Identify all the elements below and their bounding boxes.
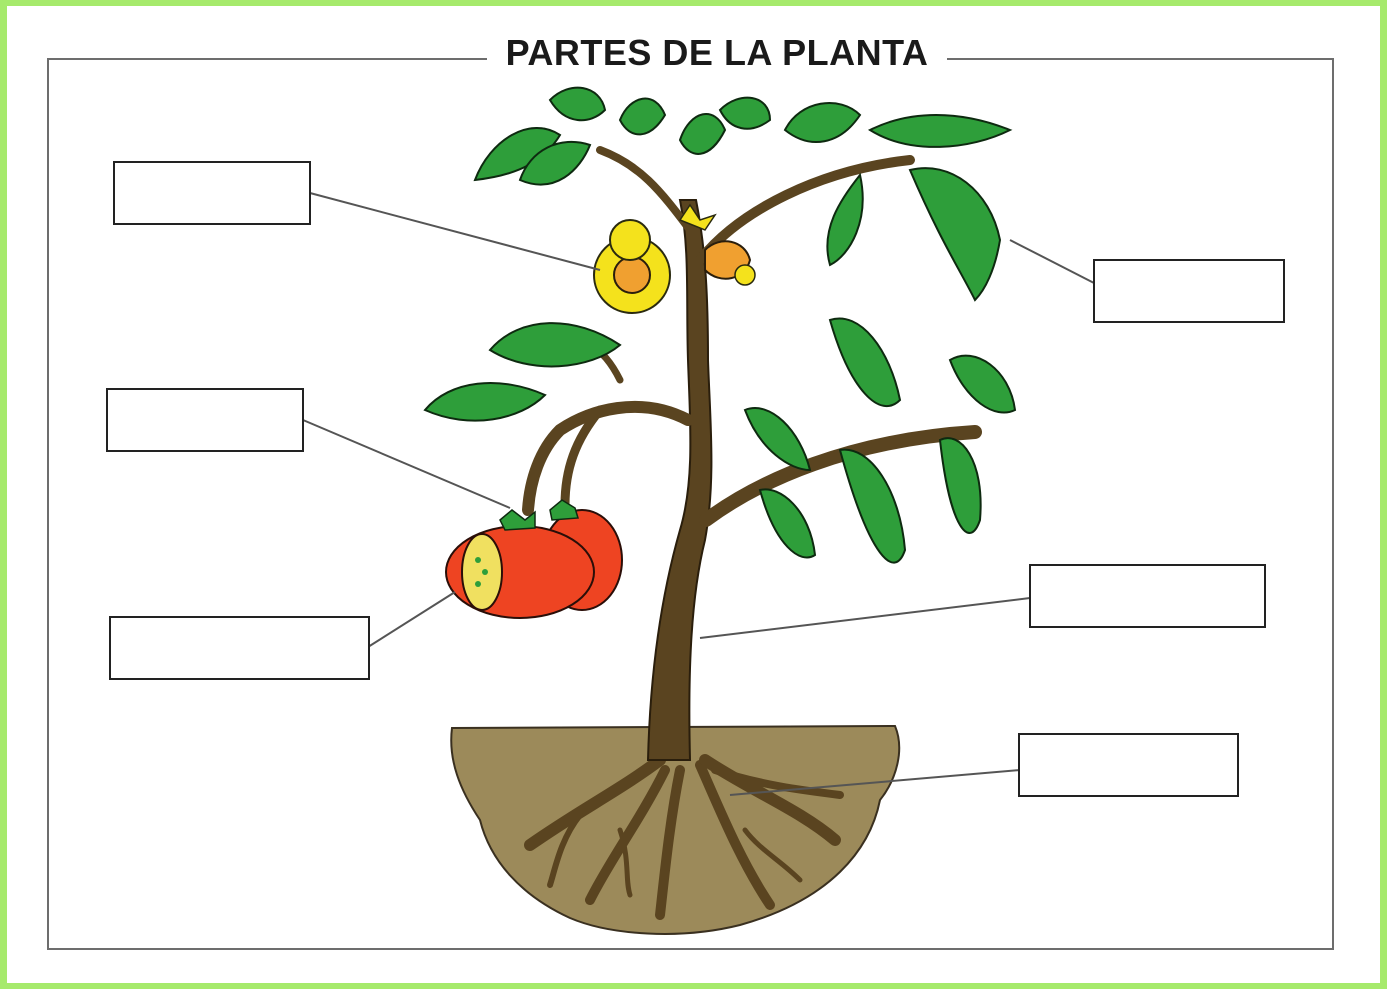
page-title: PARTES DE LA PLANTA [487,30,947,76]
plant-stem [646,199,713,761]
answer-box-roots[interactable] [1018,733,1239,797]
answer-box-fruit[interactable] [109,616,370,680]
answer-box-leaves[interactable] [1093,259,1285,323]
answer-box-stem[interactable] [1029,564,1266,628]
answer-box-flower[interactable] [113,161,311,225]
tomato-fruit [445,499,623,619]
roots [524,754,844,920]
leader-lines [302,192,1095,796]
branches [522,146,982,527]
leaves [423,86,1017,564]
answer-box-branch[interactable] [106,388,304,452]
flowers [593,203,756,314]
